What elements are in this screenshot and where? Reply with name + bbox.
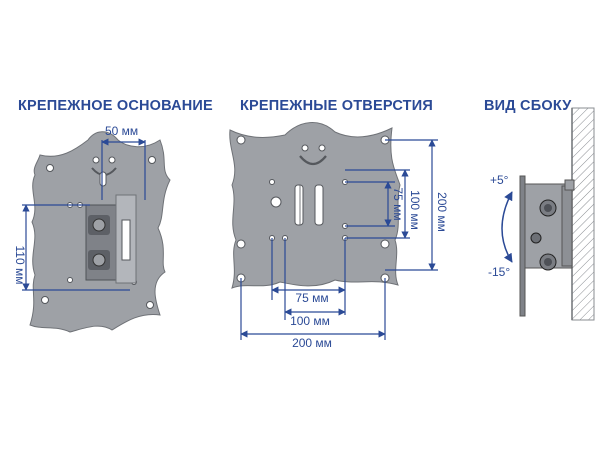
- holes-h100-label: 100 мм: [290, 314, 330, 328]
- tilt-arrow: [501, 191, 513, 263]
- heading-mount-base: КРЕПЕЖНОЕ ОСНОВАНИЕ: [18, 98, 213, 114]
- holes-v200-label: 200 мм: [435, 192, 449, 232]
- holes-v75-label: 75 мм: [391, 187, 405, 220]
- tilt-down-label: -15°: [488, 265, 510, 279]
- base-height-dimension: [22, 204, 130, 291]
- holes-h200-label: 200 мм: [292, 336, 332, 350]
- base-width-dimension: [101, 138, 146, 200]
- side-view-wall: [571, 107, 595, 321]
- heading-mount-holes: КРЕПЕЖНЫЕ ОТВЕРСТИЯ: [240, 98, 433, 114]
- holes-v100-label: 100 мм: [408, 190, 422, 230]
- holes-h75-label: 75 мм: [295, 291, 328, 305]
- side-view-bracket: [519, 175, 575, 317]
- base-height-label: 110 мм: [13, 246, 27, 285]
- holes-horizontal-dimensions: [240, 238, 386, 340]
- mount-base-plate: [29, 131, 171, 333]
- base-width-label: 50 мм: [105, 124, 138, 138]
- mount-holes-plate: [229, 122, 401, 289]
- heading-side-view: ВИД СБОКУ: [484, 98, 572, 114]
- tilt-up-label: +5°: [490, 173, 509, 187]
- holes-vertical-dimensions: [345, 139, 438, 271]
